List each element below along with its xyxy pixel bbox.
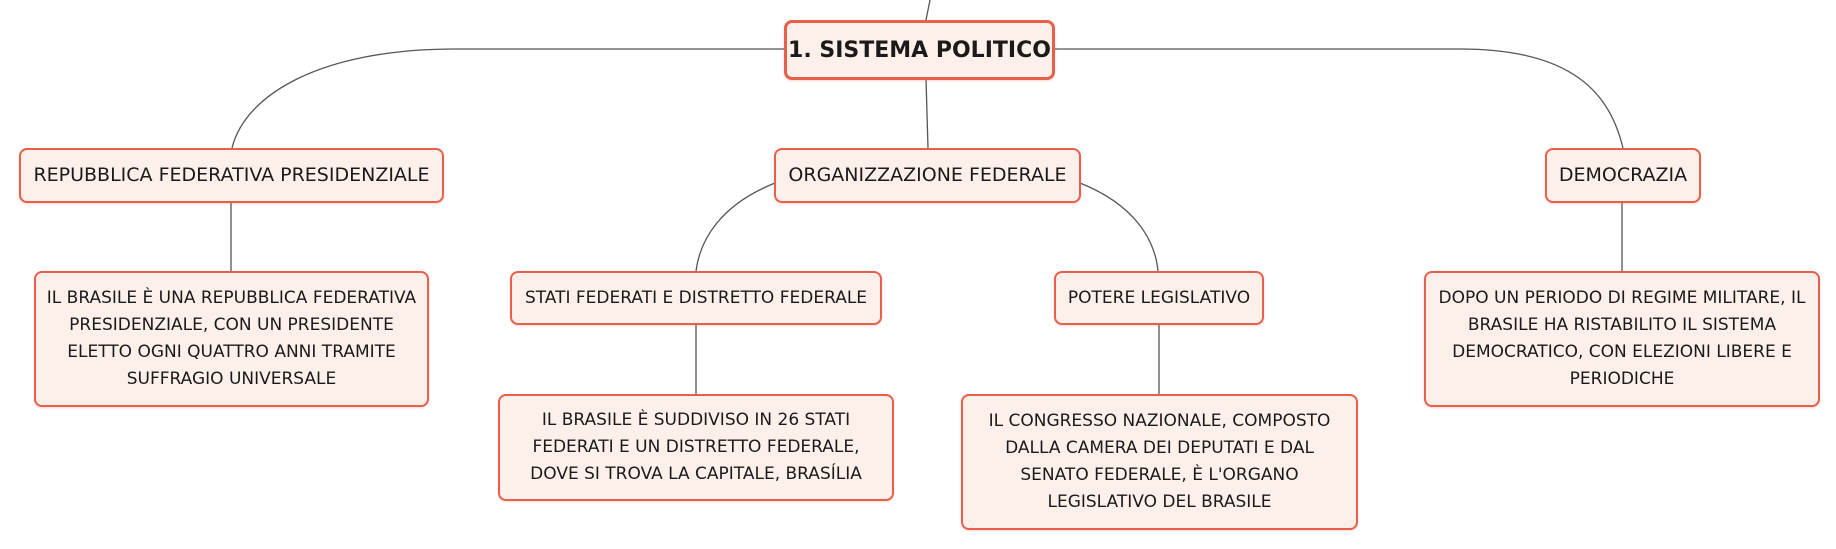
connector-organizzazione-to-stati	[695, 182, 776, 272]
branch-node-label: REPUBBLICA FEDERATIVA PRESIDENZIALE	[33, 164, 430, 186]
detail-node-text: IL CONGRESSO NAZIONALE, COMPOSTO DALLA C…	[988, 411, 1331, 512]
detail-node-potere[interactable]: IL CONGRESSO NAZIONALE, COMPOSTO DALLA C…	[961, 394, 1358, 530]
subbranch-node-label: POTERE LEGISLATIVO	[1067, 287, 1251, 308]
detail-node-text: IL BRASILE È UNA REPUBBLICA FEDERATIVA P…	[46, 288, 417, 389]
detail-node-repubblica[interactable]: IL BRASILE È UNA REPUBBLICA FEDERATIVA P…	[34, 271, 429, 407]
root-node-label: 1. SISTEMA POLITICO	[788, 37, 1051, 63]
subbranch-node-label: STATI FEDERATI E DISTRETTO FEDERALE	[524, 287, 868, 308]
connector-root-to-repubblica	[231, 48, 788, 149]
connector-organizzazione-to-potere	[1079, 182, 1159, 272]
detail-node-text: DOPO UN PERIODO DI REGIME MILITARE, IL B…	[1438, 288, 1806, 389]
root-node[interactable]: 1. SISTEMA POLITICO	[784, 20, 1055, 80]
connector-root-to-organizzazione	[925, 78, 929, 149]
subbranch-node-stati[interactable]: STATI FEDERATI E DISTRETTO FEDERALE	[510, 271, 882, 325]
detail-node-text: IL BRASILE È SUDDIVISO IN 26 STATI FEDER…	[530, 410, 862, 484]
branch-node-organizzazione[interactable]: ORGANIZZAZIONE FEDERALE	[774, 148, 1081, 203]
connector-root-to-democrazia	[1055, 48, 1624, 149]
connector-parent-to-root	[925, 0, 931, 21]
branch-node-repubblica[interactable]: REPUBBLICA FEDERATIVA PRESIDENZIALE	[19, 148, 444, 203]
branch-node-label: DEMOCRAZIA	[1558, 164, 1688, 186]
branch-node-label: ORGANIZZAZIONE FEDERALE	[788, 164, 1067, 186]
detail-node-stati[interactable]: IL BRASILE È SUDDIVISO IN 26 STATI FEDER…	[498, 394, 894, 501]
detail-node-democrazia[interactable]: DOPO UN PERIODO DI REGIME MILITARE, IL B…	[1424, 271, 1820, 407]
branch-node-democrazia[interactable]: DEMOCRAZIA	[1545, 148, 1701, 203]
subbranch-node-potere[interactable]: POTERE LEGISLATIVO	[1054, 271, 1264, 325]
